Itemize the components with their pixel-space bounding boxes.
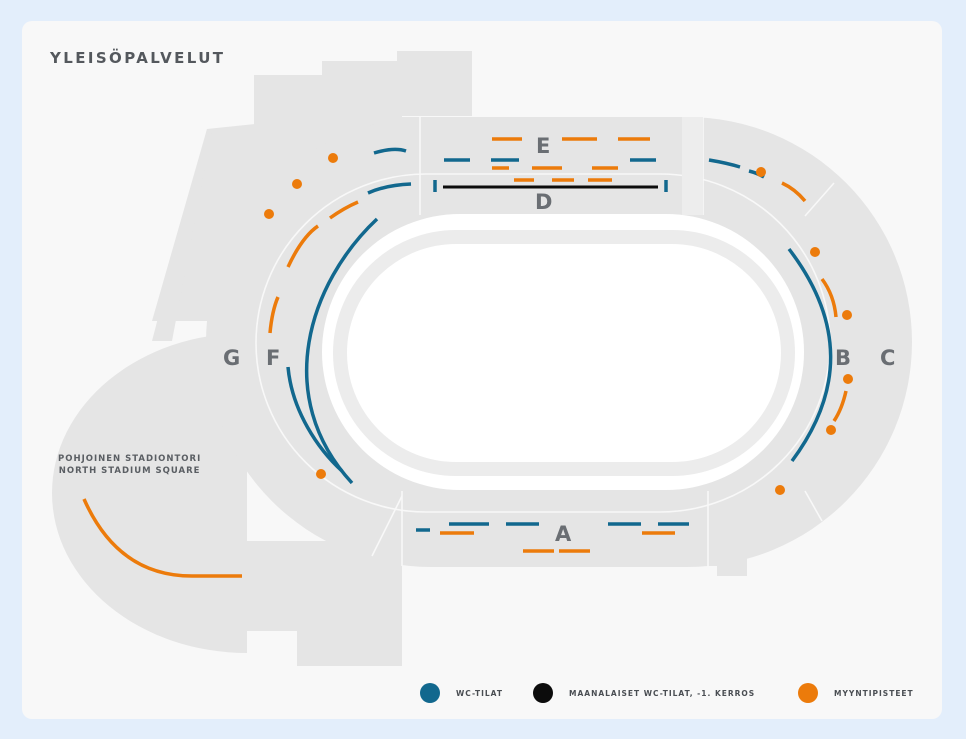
section-label-b: B bbox=[835, 346, 851, 370]
stand-gap bbox=[682, 117, 703, 215]
sales-point-lines bbox=[82, 137, 848, 578]
running-track bbox=[322, 214, 804, 490]
section-label-a: A bbox=[555, 522, 572, 546]
section-label-d: D bbox=[535, 190, 552, 214]
north-square-label-fi: POHJOINEN STADIONTORI bbox=[58, 454, 202, 464]
sales-point-dots bbox=[264, 153, 853, 495]
underground-wc-ends bbox=[433, 180, 668, 192]
legend-item-wc: WC-TILAT bbox=[420, 681, 503, 705]
sales-legend-dot bbox=[798, 683, 818, 703]
map-title: YLEISÖPALVELUT bbox=[50, 49, 226, 67]
section-label-e: E bbox=[536, 134, 550, 158]
underground-wc-legend-dot bbox=[533, 683, 553, 703]
section-label-f: F bbox=[266, 346, 280, 370]
legend-item-sales: MYYNTIPISTEET bbox=[798, 681, 914, 705]
legend-label-wc: WC-TILAT bbox=[456, 688, 503, 698]
section-label-c: C bbox=[880, 346, 895, 370]
north-square-label: POHJOINEN STADIONTORI NORTH STADIUM SQUA… bbox=[58, 453, 201, 477]
track-lane bbox=[333, 230, 795, 476]
legend-label-underground-wc: MAANALAISET WC-TILAT, -1. KERROS bbox=[569, 688, 756, 698]
wc-markers bbox=[286, 147, 833, 532]
legend-item-underground-wc: MAANALAISET WC-TILAT, -1. KERROS bbox=[533, 681, 755, 705]
wc-legend-dot bbox=[420, 683, 440, 703]
north-square-label-en: NORTH STADIUM SQUARE bbox=[58, 466, 201, 476]
stadium-map: E D B C G F A bbox=[52, 51, 912, 666]
legend-label-sales: MYYNTIPISTEET bbox=[834, 688, 914, 698]
section-label-g: G bbox=[223, 346, 240, 370]
map-card: E D B C G F A bbox=[22, 21, 942, 719]
